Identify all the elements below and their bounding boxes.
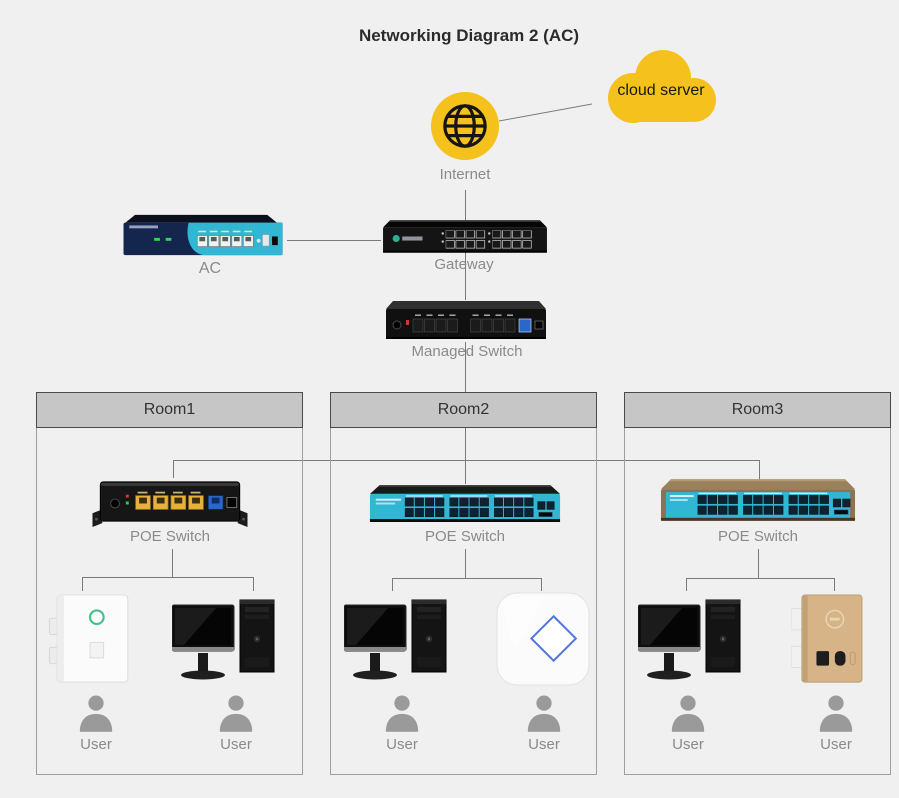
gateway-device bbox=[381, 217, 549, 258]
room1-poe-switch-device bbox=[92, 476, 248, 529]
room3-user2-icon bbox=[818, 694, 854, 732]
room3-box: Room3 bbox=[624, 392, 891, 775]
room1-title: Room1 bbox=[143, 401, 196, 418]
room2-user1-label: User bbox=[386, 736, 418, 753]
diagram-title: Networking Diagram 2 (AC) bbox=[358, 26, 580, 45]
room3-poe-switch-device bbox=[659, 477, 857, 527]
room2-user2-icon bbox=[526, 694, 562, 732]
room3-title: Room3 bbox=[731, 401, 784, 418]
gateway-label: Gateway bbox=[434, 256, 494, 273]
room1-user1-icon bbox=[78, 694, 114, 732]
room1-user2-label: User bbox=[220, 736, 252, 753]
room2-user2-label: User bbox=[528, 736, 560, 753]
room3-user2-label: User bbox=[820, 736, 852, 753]
room1-in-wall-ap-device bbox=[48, 593, 136, 685]
ac-controller-device bbox=[121, 213, 287, 259]
room2-poe-switch-device bbox=[368, 483, 562, 528]
room3-user1-label: User bbox=[672, 736, 704, 753]
room3-desktop-pc-device bbox=[638, 597, 748, 682]
managed-switch-label: Managed Switch bbox=[411, 343, 523, 360]
room2-header: Room2 bbox=[330, 392, 597, 428]
cloud-server-label: cloud server bbox=[617, 82, 705, 100]
room2-desktop-pc-device bbox=[344, 597, 454, 682]
room1-box: Room1 bbox=[36, 392, 303, 775]
room3-gold-wall-ap-device bbox=[791, 593, 869, 685]
room2-user1-icon bbox=[384, 694, 420, 732]
room3-header: Room3 bbox=[624, 392, 891, 428]
room2-poe-switch-label: POE Switch bbox=[424, 528, 506, 545]
room2-box: Room2 bbox=[330, 392, 597, 775]
room2-title: Room2 bbox=[437, 401, 490, 418]
room1-header: Room1 bbox=[36, 392, 303, 428]
room1-user2-icon bbox=[218, 694, 254, 732]
room1-user1-label: User bbox=[80, 736, 112, 753]
cloud-server-node: cloud server bbox=[597, 42, 725, 134]
managed-switch-device bbox=[386, 299, 546, 343]
room1-desktop-pc-device bbox=[172, 597, 282, 682]
internet-node bbox=[431, 92, 499, 160]
globe-icon bbox=[436, 97, 494, 155]
room2-ceiling-ap-device bbox=[495, 591, 591, 687]
internet-label: Internet bbox=[439, 166, 491, 183]
room3-user1-icon bbox=[670, 694, 706, 732]
ac-label: AC bbox=[198, 260, 222, 277]
room3-poe-switch-label: POE Switch bbox=[717, 528, 799, 545]
room1-poe-switch-label: POE Switch bbox=[129, 528, 211, 545]
